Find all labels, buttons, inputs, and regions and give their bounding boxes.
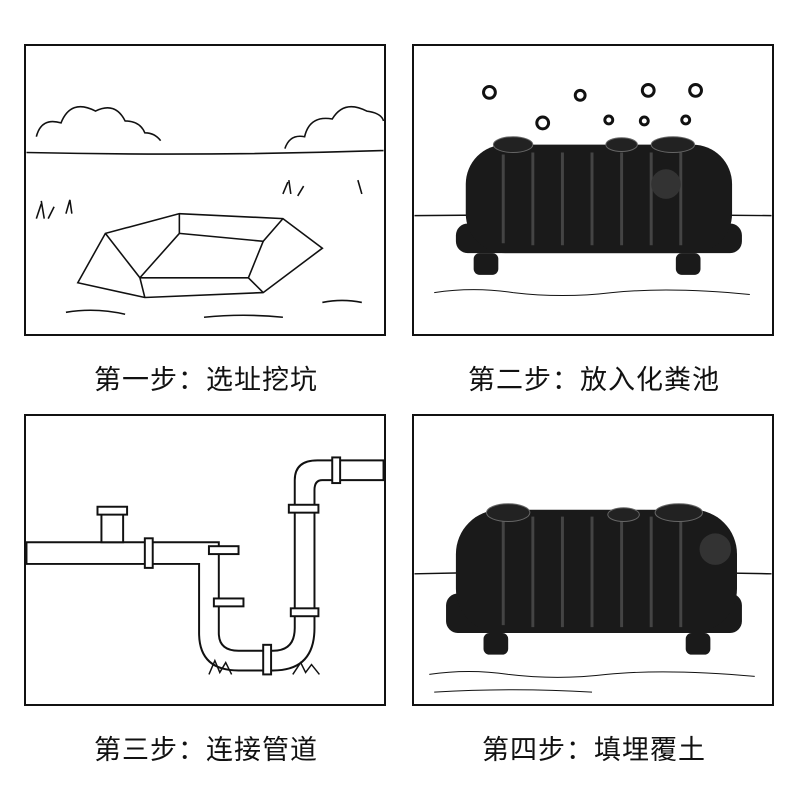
step-3-caption: 第三步：连接管道: [94, 735, 318, 766]
step-2-caption: 第二步：放入化粪池: [468, 365, 720, 396]
step-3-illustration: [24, 414, 386, 706]
step-1-illustration: [24, 44, 386, 336]
backfill-drawing: [414, 503, 772, 693]
pipes-drawing: [26, 456, 384, 676]
septic-tank-drawing: [414, 82, 772, 297]
step-1-caption: 第一步：选址挖坑: [94, 365, 318, 396]
step-4-caption: 第四步：填埋覆土: [482, 735, 706, 766]
dig-pit-drawing: [26, 105, 384, 319]
step-2-illustration: [412, 44, 774, 336]
step-4-illustration: [412, 414, 774, 706]
